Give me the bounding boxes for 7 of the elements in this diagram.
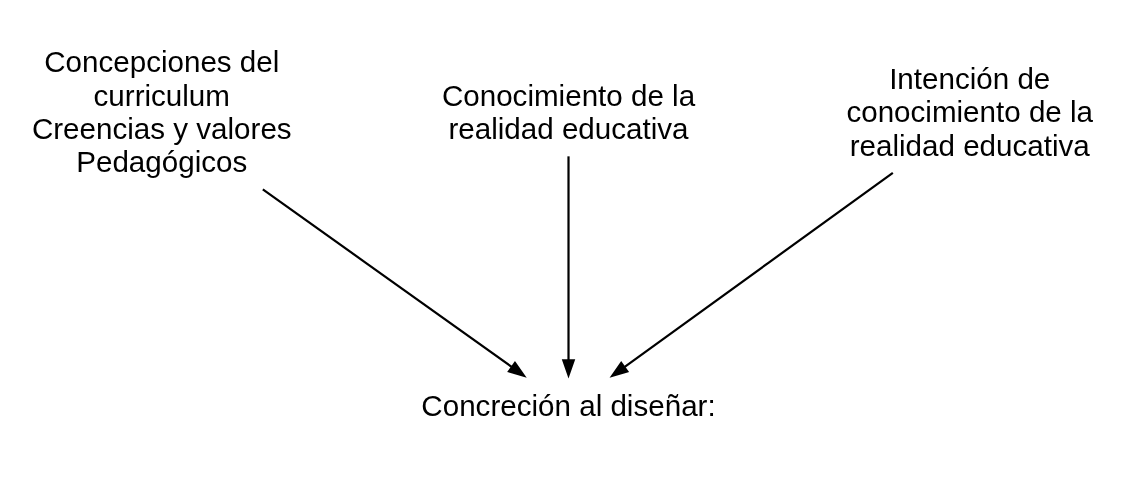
node-text: Conocimiento de la realidad educativa (441, 78, 696, 146)
node-text: Intención de conocimiento de la realidad educativa (846, 62, 1094, 162)
arrow (262, 188, 527, 378)
arrow (609, 171, 894, 378)
node-text: Concepciones del curriculum Creencias y valores Pedagógicos (31, 45, 292, 179)
arrow (561, 156, 576, 379)
node-text: Concreción al diseñar: (421, 389, 716, 423)
